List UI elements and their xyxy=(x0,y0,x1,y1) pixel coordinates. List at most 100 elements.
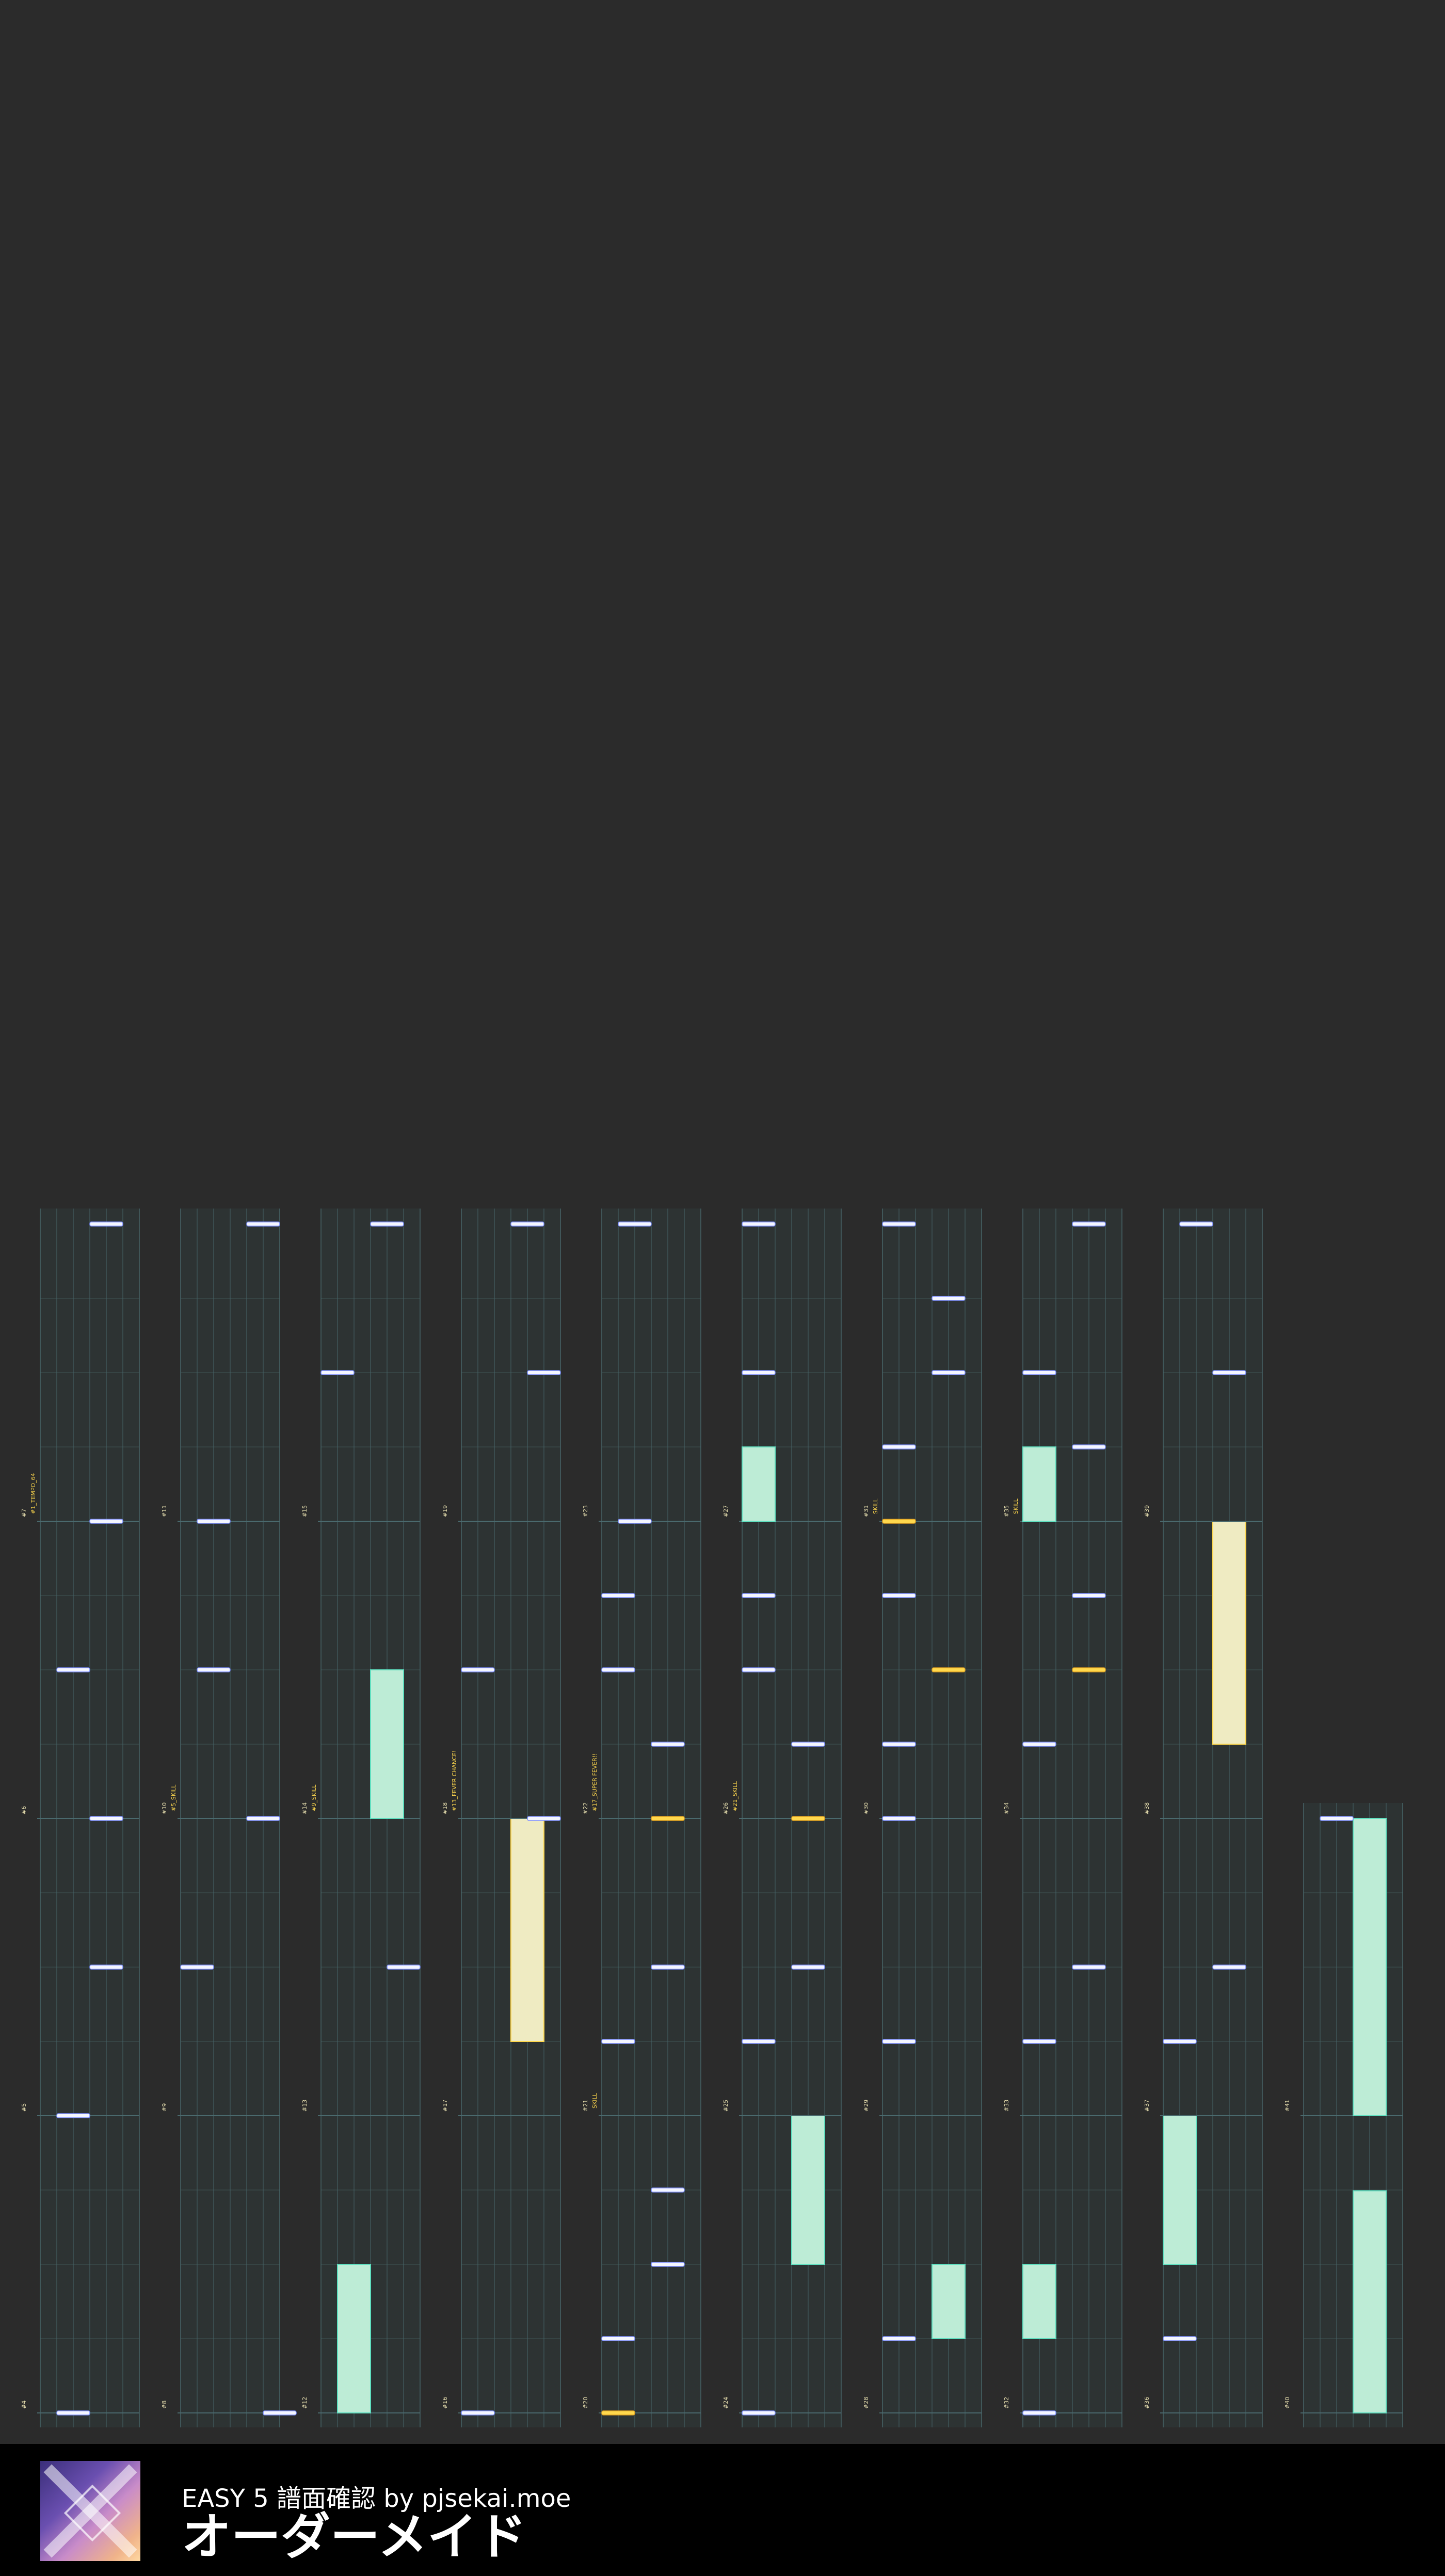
tap-note xyxy=(1212,1965,1246,1970)
critical-tap-note xyxy=(882,1519,916,1524)
tap-note xyxy=(180,1965,214,1970)
event-label: #13_FEVER CHANCE! xyxy=(451,1750,458,1811)
tap-note xyxy=(882,1221,916,1227)
critical-tap-note xyxy=(791,1816,825,1821)
bar-number-label: #25 xyxy=(723,2100,729,2112)
bar-number-label: #15 xyxy=(301,1505,308,1517)
tap-note xyxy=(742,1667,776,1672)
tap-note xyxy=(932,1370,966,1375)
event-label: SKILL xyxy=(591,2092,598,2108)
tap-note xyxy=(1022,1370,1056,1375)
tap-note xyxy=(601,2039,635,2044)
tap-note xyxy=(601,1667,635,1672)
bar-number-label: #17 xyxy=(442,2100,448,2112)
tap-note xyxy=(882,1816,916,1821)
song-title: オーダーメイド xyxy=(182,2508,527,2566)
event-label: SKILL xyxy=(1013,1498,1019,1514)
bar-number-label: #31 xyxy=(863,1505,870,1517)
tap-note xyxy=(1022,2410,1056,2416)
tap-note xyxy=(882,2336,916,2341)
tap-note xyxy=(56,2410,90,2416)
tap-note xyxy=(89,1965,123,1970)
bar-number-label: #26 xyxy=(723,1802,729,1814)
hold-note xyxy=(1353,2190,1387,2413)
tap-note xyxy=(320,1370,355,1375)
bar-number-label: #6 xyxy=(21,1806,27,1814)
tap-note xyxy=(1072,1965,1106,1970)
tap-note xyxy=(618,1519,652,1524)
tap-note xyxy=(882,1593,916,1598)
tap-note xyxy=(387,1965,421,1970)
song-jacket-image xyxy=(40,2461,140,2561)
hold-note xyxy=(1353,1818,1387,2116)
critical-tap-note xyxy=(651,1816,685,1821)
critical-tap-note xyxy=(601,2410,635,2416)
tap-note xyxy=(742,1370,776,1375)
bar-number-label: #35 xyxy=(1003,1505,1010,1517)
tap-note xyxy=(618,1221,652,1227)
bar-number-label: #13 xyxy=(301,2100,308,2112)
bar-number-label: #11 xyxy=(161,1505,168,1517)
tap-note xyxy=(651,2262,685,2267)
tap-note xyxy=(601,2336,635,2341)
tap-note xyxy=(370,1221,404,1227)
bar-number-label: #14 xyxy=(301,1802,308,1814)
footer-bar: EASY 5 譜面確認 by pjsekai.moe オーダーメイド xyxy=(0,2444,1445,2576)
tap-note xyxy=(461,1667,495,1672)
tap-note xyxy=(197,1519,231,1524)
bar-number-label: #22 xyxy=(582,1802,589,1814)
event-label: #17_SUPER FEVER!! xyxy=(591,1753,598,1811)
tap-note xyxy=(742,1593,776,1598)
bar-number-label: #39 xyxy=(1144,1505,1150,1517)
hold-note xyxy=(370,1669,404,1819)
bar-number-label: #38 xyxy=(1144,1802,1150,1814)
bar-number-label: #16 xyxy=(442,2397,448,2409)
bar-number-label: #19 xyxy=(442,1505,448,1517)
tap-note xyxy=(527,1816,561,1821)
tap-note xyxy=(932,1296,966,1301)
tap-note xyxy=(527,1370,561,1375)
tap-note xyxy=(510,1221,544,1227)
event-label: #9_SKILL xyxy=(311,1784,317,1811)
bar-number-label: #34 xyxy=(1003,1802,1010,1814)
tap-note xyxy=(651,1965,685,1970)
tap-note xyxy=(1022,1742,1056,1747)
event-label: #5_SKILL xyxy=(170,1784,177,1811)
hold-note xyxy=(1022,1446,1056,1522)
tap-note xyxy=(791,1742,825,1747)
hold-note xyxy=(932,2264,966,2339)
bar-number-label: #33 xyxy=(1003,2100,1010,2112)
bar-number-label: #10 xyxy=(161,1802,168,1814)
bar-number-label: #36 xyxy=(1144,2397,1150,2409)
tap-note xyxy=(1212,1370,1246,1375)
tap-note xyxy=(882,1742,916,1747)
tap-note xyxy=(461,2410,495,2416)
tap-note xyxy=(263,2410,297,2416)
bar-number-label: #5 xyxy=(21,2103,27,2112)
event-label: #21_SKILL xyxy=(732,1781,738,1811)
chart-canvas: #4#5#6#7#1_TEMPO_64#8#9#10#11#5_SKILL#12… xyxy=(21,1209,1403,2427)
tap-note xyxy=(246,1221,280,1227)
hold-note xyxy=(337,2264,371,2413)
tap-note xyxy=(791,1965,825,1970)
tap-note xyxy=(1320,1816,1354,1821)
tap-note xyxy=(742,1221,776,1227)
tap-note xyxy=(601,1593,635,1598)
bar-number-label: #29 xyxy=(863,2100,870,2112)
bar-number-label: #18 xyxy=(442,1802,448,1814)
bar-number-label: #28 xyxy=(863,2397,870,2409)
hold-note xyxy=(791,2115,825,2265)
tap-note xyxy=(651,2187,685,2193)
hold-note xyxy=(1163,2115,1197,2265)
tap-note xyxy=(1072,1221,1106,1227)
tap-note xyxy=(882,1444,916,1450)
critical-hold-note xyxy=(510,1818,544,2042)
bar-number-label: #41 xyxy=(1284,2100,1291,2112)
critical-tap-note xyxy=(1072,1667,1106,1672)
chart-subtitle: EASY 5 譜面確認 by pjsekai.moe xyxy=(182,2484,571,2513)
tap-note xyxy=(651,1742,685,1747)
bar-number-label: #4 xyxy=(21,2401,27,2409)
bar-number-label: #40 xyxy=(1284,2397,1291,2409)
tap-note xyxy=(742,2039,776,2044)
bar-number-label: #27 xyxy=(723,1505,729,1517)
